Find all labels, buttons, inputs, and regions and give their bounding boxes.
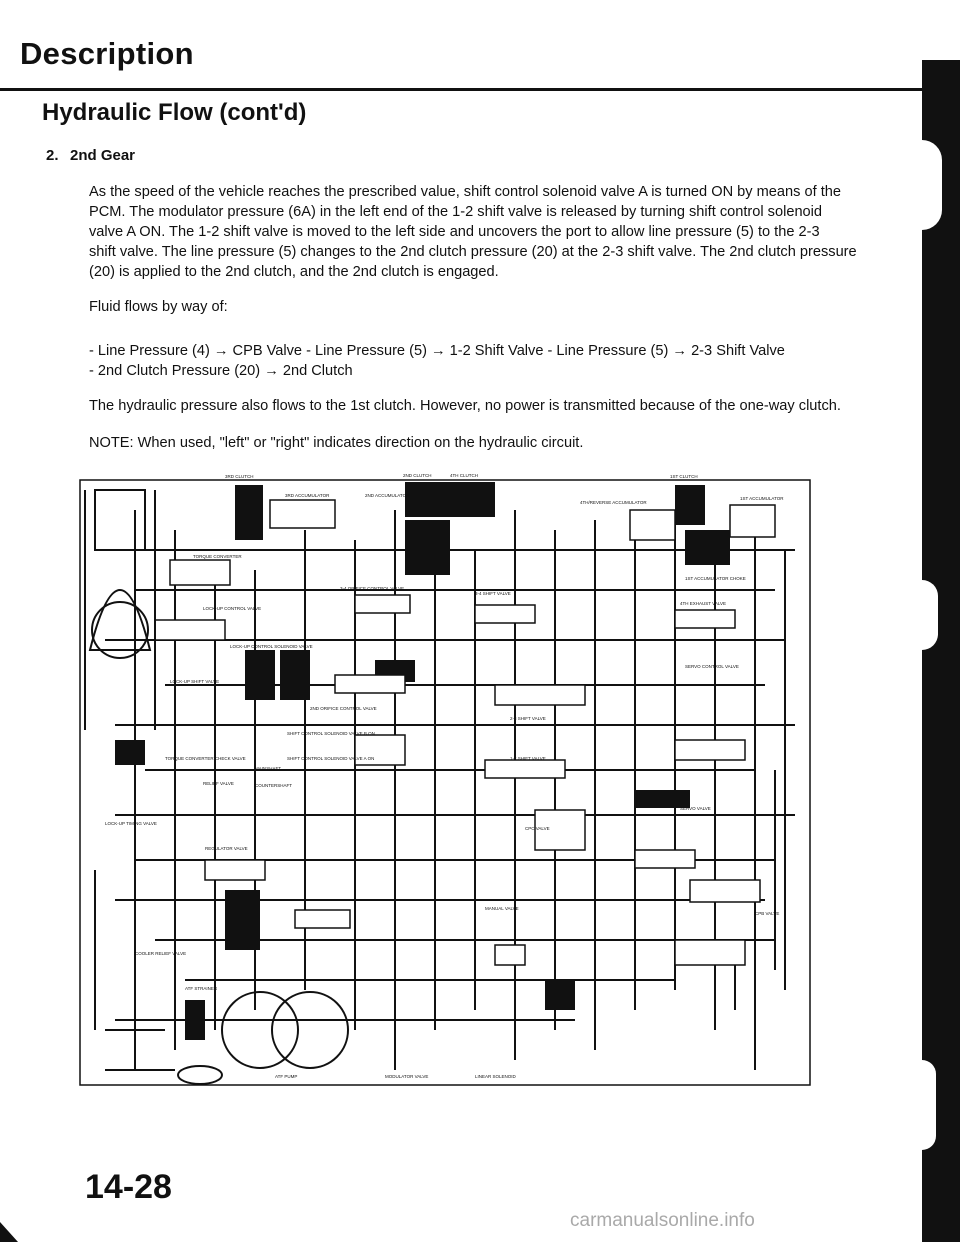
label-fourth-exhaust: 4TH EXHAUST VALVE: [680, 601, 726, 606]
label-cpb: CPB VALVE: [755, 911, 779, 916]
label-modulator: MODULATOR VALVE: [385, 1074, 428, 1079]
label-first-accumulator: 1ST ACCUMULATOR: [740, 496, 784, 501]
step-number: 2.: [46, 147, 59, 164]
one-way-clutch-paragraph: The hydraulic pressure also flows to the…: [89, 398, 841, 414]
paragraph-line: As the speed of the vehicle reaches the …: [89, 184, 842, 200]
label-fourth-reverse-accumulator: 4TH/REVERSE ACCUMULATOR: [580, 500, 647, 505]
label-second-clutch: 2ND CLUTCH: [403, 473, 432, 478]
flow-path-line: - 2nd Clutch Pressure (20) → 2nd Clutch: [89, 363, 353, 379]
page-edge-bar: [922, 60, 960, 1242]
step-title: 2nd Gear: [70, 147, 136, 164]
label-atf-pump: ATF PUMP: [275, 1074, 297, 1079]
flow-path-line: - Line Pressure (4) → CPB Valve - Line P…: [89, 343, 785, 359]
label-orifice-34: 3-4 ORIFICE CONTROL VALVE: [340, 586, 404, 591]
paragraph-line: (20) is applied to the 2nd clutch, and t…: [89, 264, 499, 280]
index-tab-mark: [922, 1060, 936, 1150]
paragraph-line: shift valve. The line pressure (5) chang…: [89, 244, 857, 260]
paragraph-line: valve A ON. The 1-2 shift valve is moved…: [89, 224, 820, 240]
label-orifice-2nd: 2ND ORIFICE CONTROL VALVE: [310, 706, 377, 711]
index-tab-mark: [922, 580, 938, 650]
label-cooler-relief: COOLER RELIEF VALVE: [135, 951, 186, 956]
label-third-clutch: 3RD CLUTCH: [225, 474, 254, 479]
scan-corner-mark: [0, 1222, 18, 1242]
label-shift-34: 3-4 SHIFT VALVE: [475, 591, 511, 596]
label-lockup-shift: LOCK-UP SHIFT VALVE: [170, 679, 219, 684]
description-paragraph: As the speed of the vehicle reaches the …: [89, 182, 919, 282]
flow-intro: Fluid flows by way of:: [89, 299, 228, 315]
label-countershaft: COUNTERSHAFT: [255, 783, 292, 788]
label-solenoid-a: SHIFT CONTROL SOLENOID VALVE A ON: [287, 756, 374, 761]
direction-note: NOTE: When used, "left" or "right" indic…: [89, 435, 584, 451]
label-tc-check: TORQUE CONVERTER CHECK VALVE: [165, 756, 246, 761]
title-rule: [0, 88, 930, 91]
index-tab-mark: [922, 140, 942, 230]
label-strainer: ATF STRAINER: [185, 986, 218, 991]
label-linear-solenoid: LINEAR SOLENOID: [475, 1074, 517, 1079]
label-lockup-control-solenoid: LOCK-UP CONTROL SOLENOID VALVE: [230, 644, 313, 649]
label-lockup-timing: LOCK-UP TIMING VALVE: [105, 821, 157, 826]
watermark: carmanualsonline.info: [570, 1210, 755, 1231]
label-cpc: CPC VALVE: [525, 826, 550, 831]
label-mainshaft: MAINSHAFT: [255, 766, 281, 771]
label-second-accumulator: 2ND ACCUMULATOR: [365, 493, 410, 498]
flow-path: - Line Pressure (4) → CPB Valve - Line P…: [89, 341, 919, 381]
label-manual: MANUAL VALVE: [485, 906, 519, 911]
page-title: Description: [20, 36, 194, 71]
label-first-clutch: 1ST CLUTCH: [670, 474, 698, 479]
label-third-accumulator: 3RD ACCUMULATOR: [285, 493, 330, 498]
label-lockup-control-valve: LOCK-UP CONTROL VALVE: [203, 606, 261, 611]
label-servo-valve: SERVO VALVE: [680, 806, 711, 811]
label-regulator: REGULATOR VALVE: [205, 846, 248, 851]
section-subtitle: Hydraulic Flow (cont'd): [42, 99, 307, 126]
label-fourth-clutch: 4TH CLUTCH: [450, 473, 478, 478]
label-solenoid-b: SHIFT CONTROL SOLENOID VALVE B ON: [287, 731, 375, 736]
hydraulic-circuit-diagram: 3RD CLUTCH 3RD ACCUMULATOR 2ND ACCUMULAT…: [79, 473, 811, 1086]
label-torque-converter: TORQUE CONVERTER: [193, 554, 242, 559]
label-relief: RELIEF VALVE: [203, 781, 234, 786]
label-first-accumulator-choke: 1ST ACCUMULATOR CHOKE: [685, 576, 746, 581]
label-servo-control: SERVO CONTROL VALVE: [685, 664, 739, 669]
label-shift-12: 1-2 SHIFT VALVE: [510, 756, 546, 761]
paragraph-line: PCM. The modulator pressure (6A) in the …: [89, 204, 823, 220]
page-number: 14-28: [85, 1168, 172, 1206]
label-shift-23: 2-3 SHIFT VALVE: [510, 716, 546, 721]
